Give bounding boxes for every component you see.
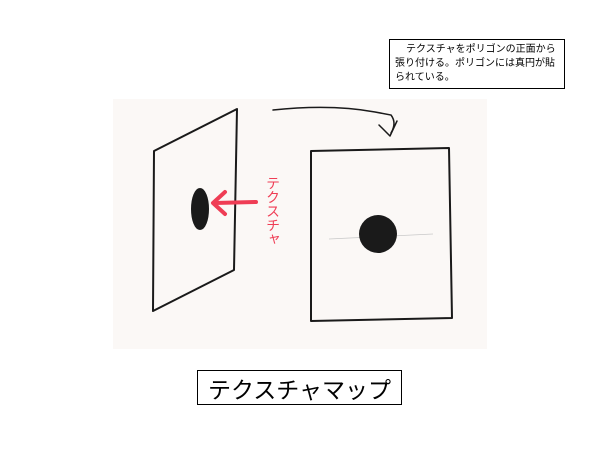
annotation-text: テクスチャをポリゴンの正面から張り付ける。ポリゴンには真円が貼られている。 (395, 44, 556, 83)
front-square (310, 147, 453, 322)
slanted-circle-mark (191, 188, 209, 230)
curved-arrow (272, 106, 395, 134)
front-circle-mark (359, 215, 397, 253)
texture-label: テクスチャ (264, 176, 280, 246)
slide-title: テクスチャマップ (207, 377, 392, 404)
annotation-box: テクスチャをポリゴンの正面から張り付ける。ポリゴンには真円が貼られている。 (389, 39, 565, 89)
title-box: テクスチャマップ (197, 370, 402, 405)
texture-map-sketch (152, 106, 453, 322)
texture-arrow-head (211, 190, 227, 216)
curved-arrow-head (378, 120, 398, 137)
texture-arrow (213, 200, 258, 205)
slanted-polygon (152, 108, 238, 312)
